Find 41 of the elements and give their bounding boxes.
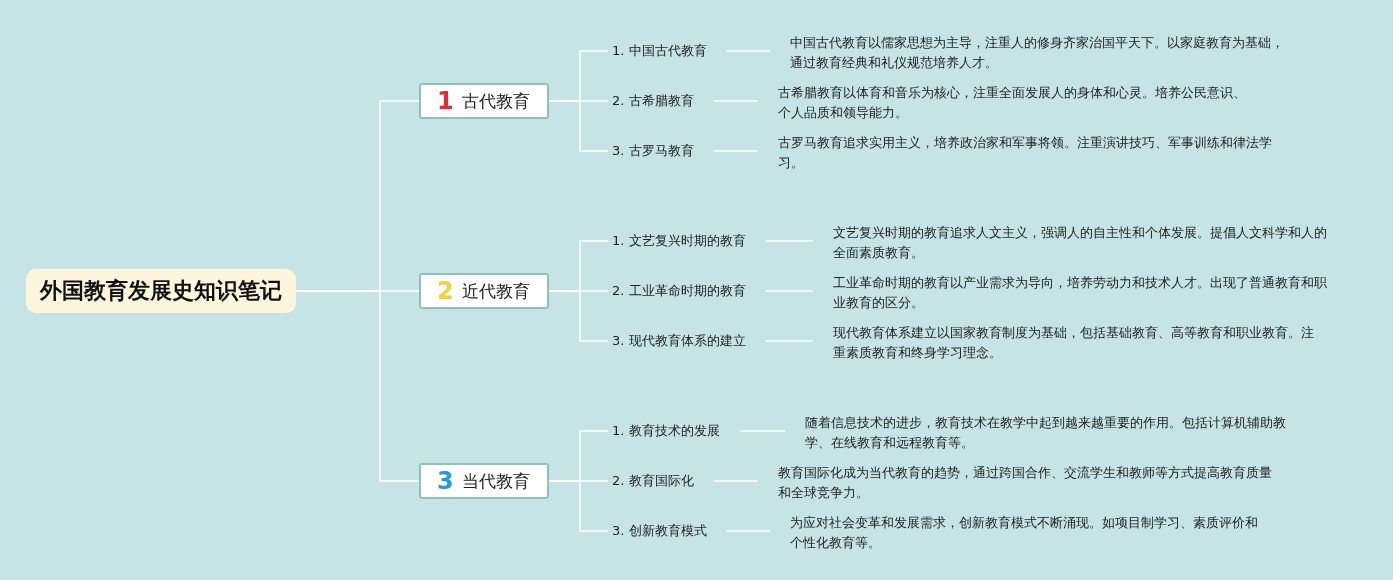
subtopic-label: 3. 创新教育模式	[608, 521, 711, 541]
connector-line	[295, 290, 420, 482]
connector-line	[712, 150, 759, 152]
number-label: 3	[437, 467, 454, 495]
topic-text: 古代教育	[461, 89, 530, 113]
subtopic-label: 3. 现代教育体系的建立	[608, 331, 750, 351]
number-label: 2	[437, 277, 454, 305]
description-text: 为应对社会变革和发展需求，创新教育模式不断涌现。如项目制学习、素质评价和个性化教育等。	[786, 513, 1274, 553]
topic-box	[419, 273, 549, 309]
connector-line	[712, 100, 759, 102]
connector-line	[712, 480, 759, 482]
topic-text: 当代教育	[461, 469, 530, 493]
description-text: 随着信息技术的进步，教育技术在教学中起到越来越重要的作用。包括计算机辅助教学、在线教育和远程教育等。	[801, 413, 1309, 453]
subtopic-label: 3. 古罗马教育	[608, 141, 698, 161]
subtopic-label: 2. 古希腊教育	[608, 91, 698, 111]
description-text: 现代教育体系建立以国家教育制度为基础，包括基础教育、高等教育和职业教育。注重素质教育和终身学习理念。	[829, 323, 1327, 363]
description-text: 教育国际化成为当代教育的趋势，通过跨国合作、交流学生和教师等方式提高教育质量和全球竞争力。	[774, 463, 1282, 503]
connector-line	[764, 240, 814, 242]
connector-line	[725, 530, 771, 532]
description-text: 工业革命时期的教育以产业需求为导向，培养劳动力和技术人才。出现了普通教育和职业教育的区分。	[829, 273, 1337, 313]
connector-line	[725, 50, 771, 52]
subtopic-label: 2. 教育国际化	[608, 471, 698, 491]
number-label: 1	[437, 87, 454, 115]
subtopic-label: 1. 中国古代教育	[608, 41, 711, 61]
subtopic-label: 1. 教育技术的发展	[608, 421, 724, 441]
description-text: 古希腊教育以体育和音乐为核心，注重全面发展人的身体和心灵。培养公民意识、个人品质和领导能力。	[774, 83, 1262, 123]
description-text: 文艺复兴时期的教育追求人文主义，强调人的自主性和个体发展。提倡人文科学和人的全面素质教育。	[829, 223, 1337, 263]
root-topic-box: 外国教育发展史知识笔记	[26, 269, 296, 313]
description-text: 古罗马教育追求实用主义，培养政治家和军事将领。注重演讲技巧、军事训练和律法学习。	[774, 133, 1282, 173]
connector-line	[764, 340, 814, 342]
connector-line	[548, 480, 609, 532]
topic-box	[419, 83, 549, 119]
connector-line	[548, 290, 609, 342]
topic-box	[419, 463, 549, 499]
subtopic-label: 2. 工业革命时期的教育	[608, 281, 750, 301]
description-text: 中国古代教育以儒家思想为主导，注重人的修身齐家治国平天下。以家庭教育为基础，通过教育经典和礼仪规范培养人才。	[786, 33, 1294, 73]
connector-line	[548, 100, 609, 152]
connector-line	[738, 430, 786, 432]
connector-line	[764, 290, 814, 292]
subtopic-label: 1. 文艺复兴时期的教育	[608, 231, 750, 251]
topic-text: 近代教育	[461, 279, 530, 303]
